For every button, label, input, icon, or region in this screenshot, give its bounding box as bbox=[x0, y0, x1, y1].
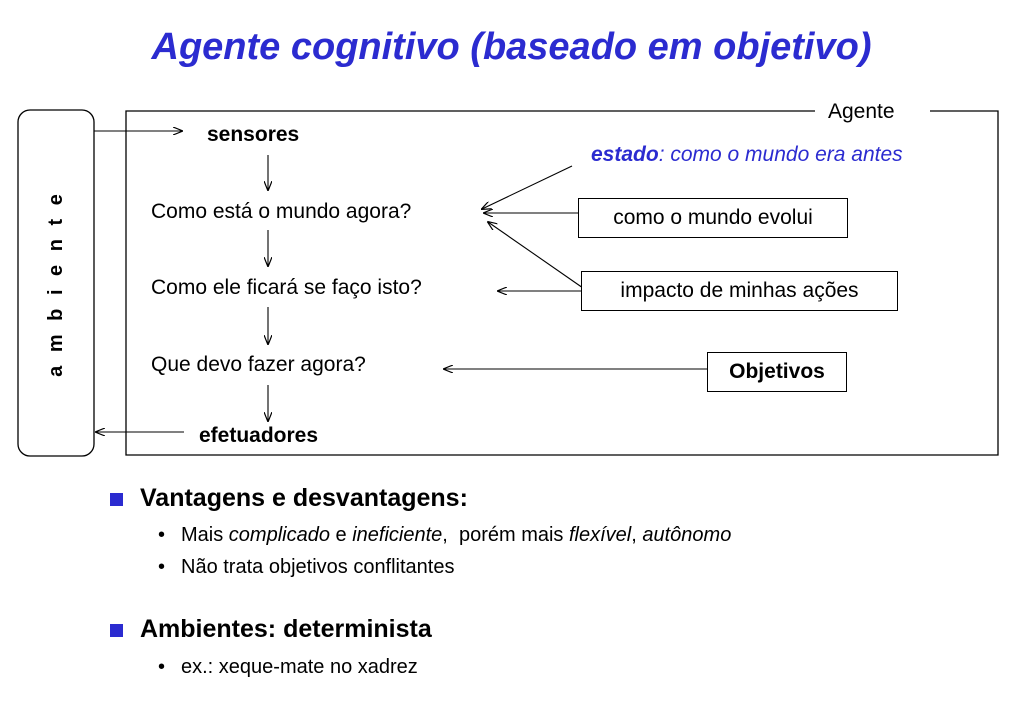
slide-title: Agente cognitivo (baseado em objetivo) bbox=[151, 26, 872, 68]
sub-bullet-dot: • bbox=[158, 656, 166, 678]
environment-label: a m b i e n t e bbox=[44, 189, 67, 377]
bullet-square-1 bbox=[110, 493, 123, 506]
state-annotation: estado: como o mundo era antes bbox=[591, 143, 903, 167]
sensors-label: sensores bbox=[207, 123, 300, 146]
sub-bullet-dot: • bbox=[158, 556, 166, 578]
world-evolves-box: como o mundo evolui bbox=[578, 198, 848, 238]
bullet-heading-advantages: Vantagens e desvantagens: bbox=[140, 484, 468, 512]
state-term: estado bbox=[591, 143, 659, 166]
environment-frame bbox=[17, 109, 95, 457]
step-current-world: Como está o mundo agora? bbox=[151, 200, 412, 223]
goals-box: Objetivos bbox=[707, 352, 847, 392]
bullet-item-example: ex.: xeque-mate no xadrez bbox=[181, 656, 418, 678]
arrow-state-to-step1 bbox=[482, 165, 573, 209]
agent-label: Agente bbox=[828, 100, 895, 123]
effectors-label: efetuadores bbox=[199, 424, 319, 447]
step-decide-action: Que devo fazer agora? bbox=[151, 353, 366, 376]
bullet-item-complexity: Mais complicado e ineficiente, porém mai… bbox=[181, 524, 732, 546]
step-predict-world: Como ele ficará se faço isto? bbox=[151, 276, 422, 299]
action-impact-box: impacto de minhas ações bbox=[581, 271, 898, 311]
agent-frame bbox=[125, 110, 999, 456]
sub-bullet-dot: • bbox=[158, 524, 166, 546]
arrow-impact-to-step1 bbox=[488, 222, 584, 289]
bullet-square-2 bbox=[110, 624, 123, 637]
bullet-heading-environments: Ambientes: determinista bbox=[140, 615, 432, 643]
state-description: : como o mundo era antes bbox=[658, 143, 903, 166]
bullet-item-conflicts: Não trata objetivos conflitantes bbox=[181, 556, 455, 578]
